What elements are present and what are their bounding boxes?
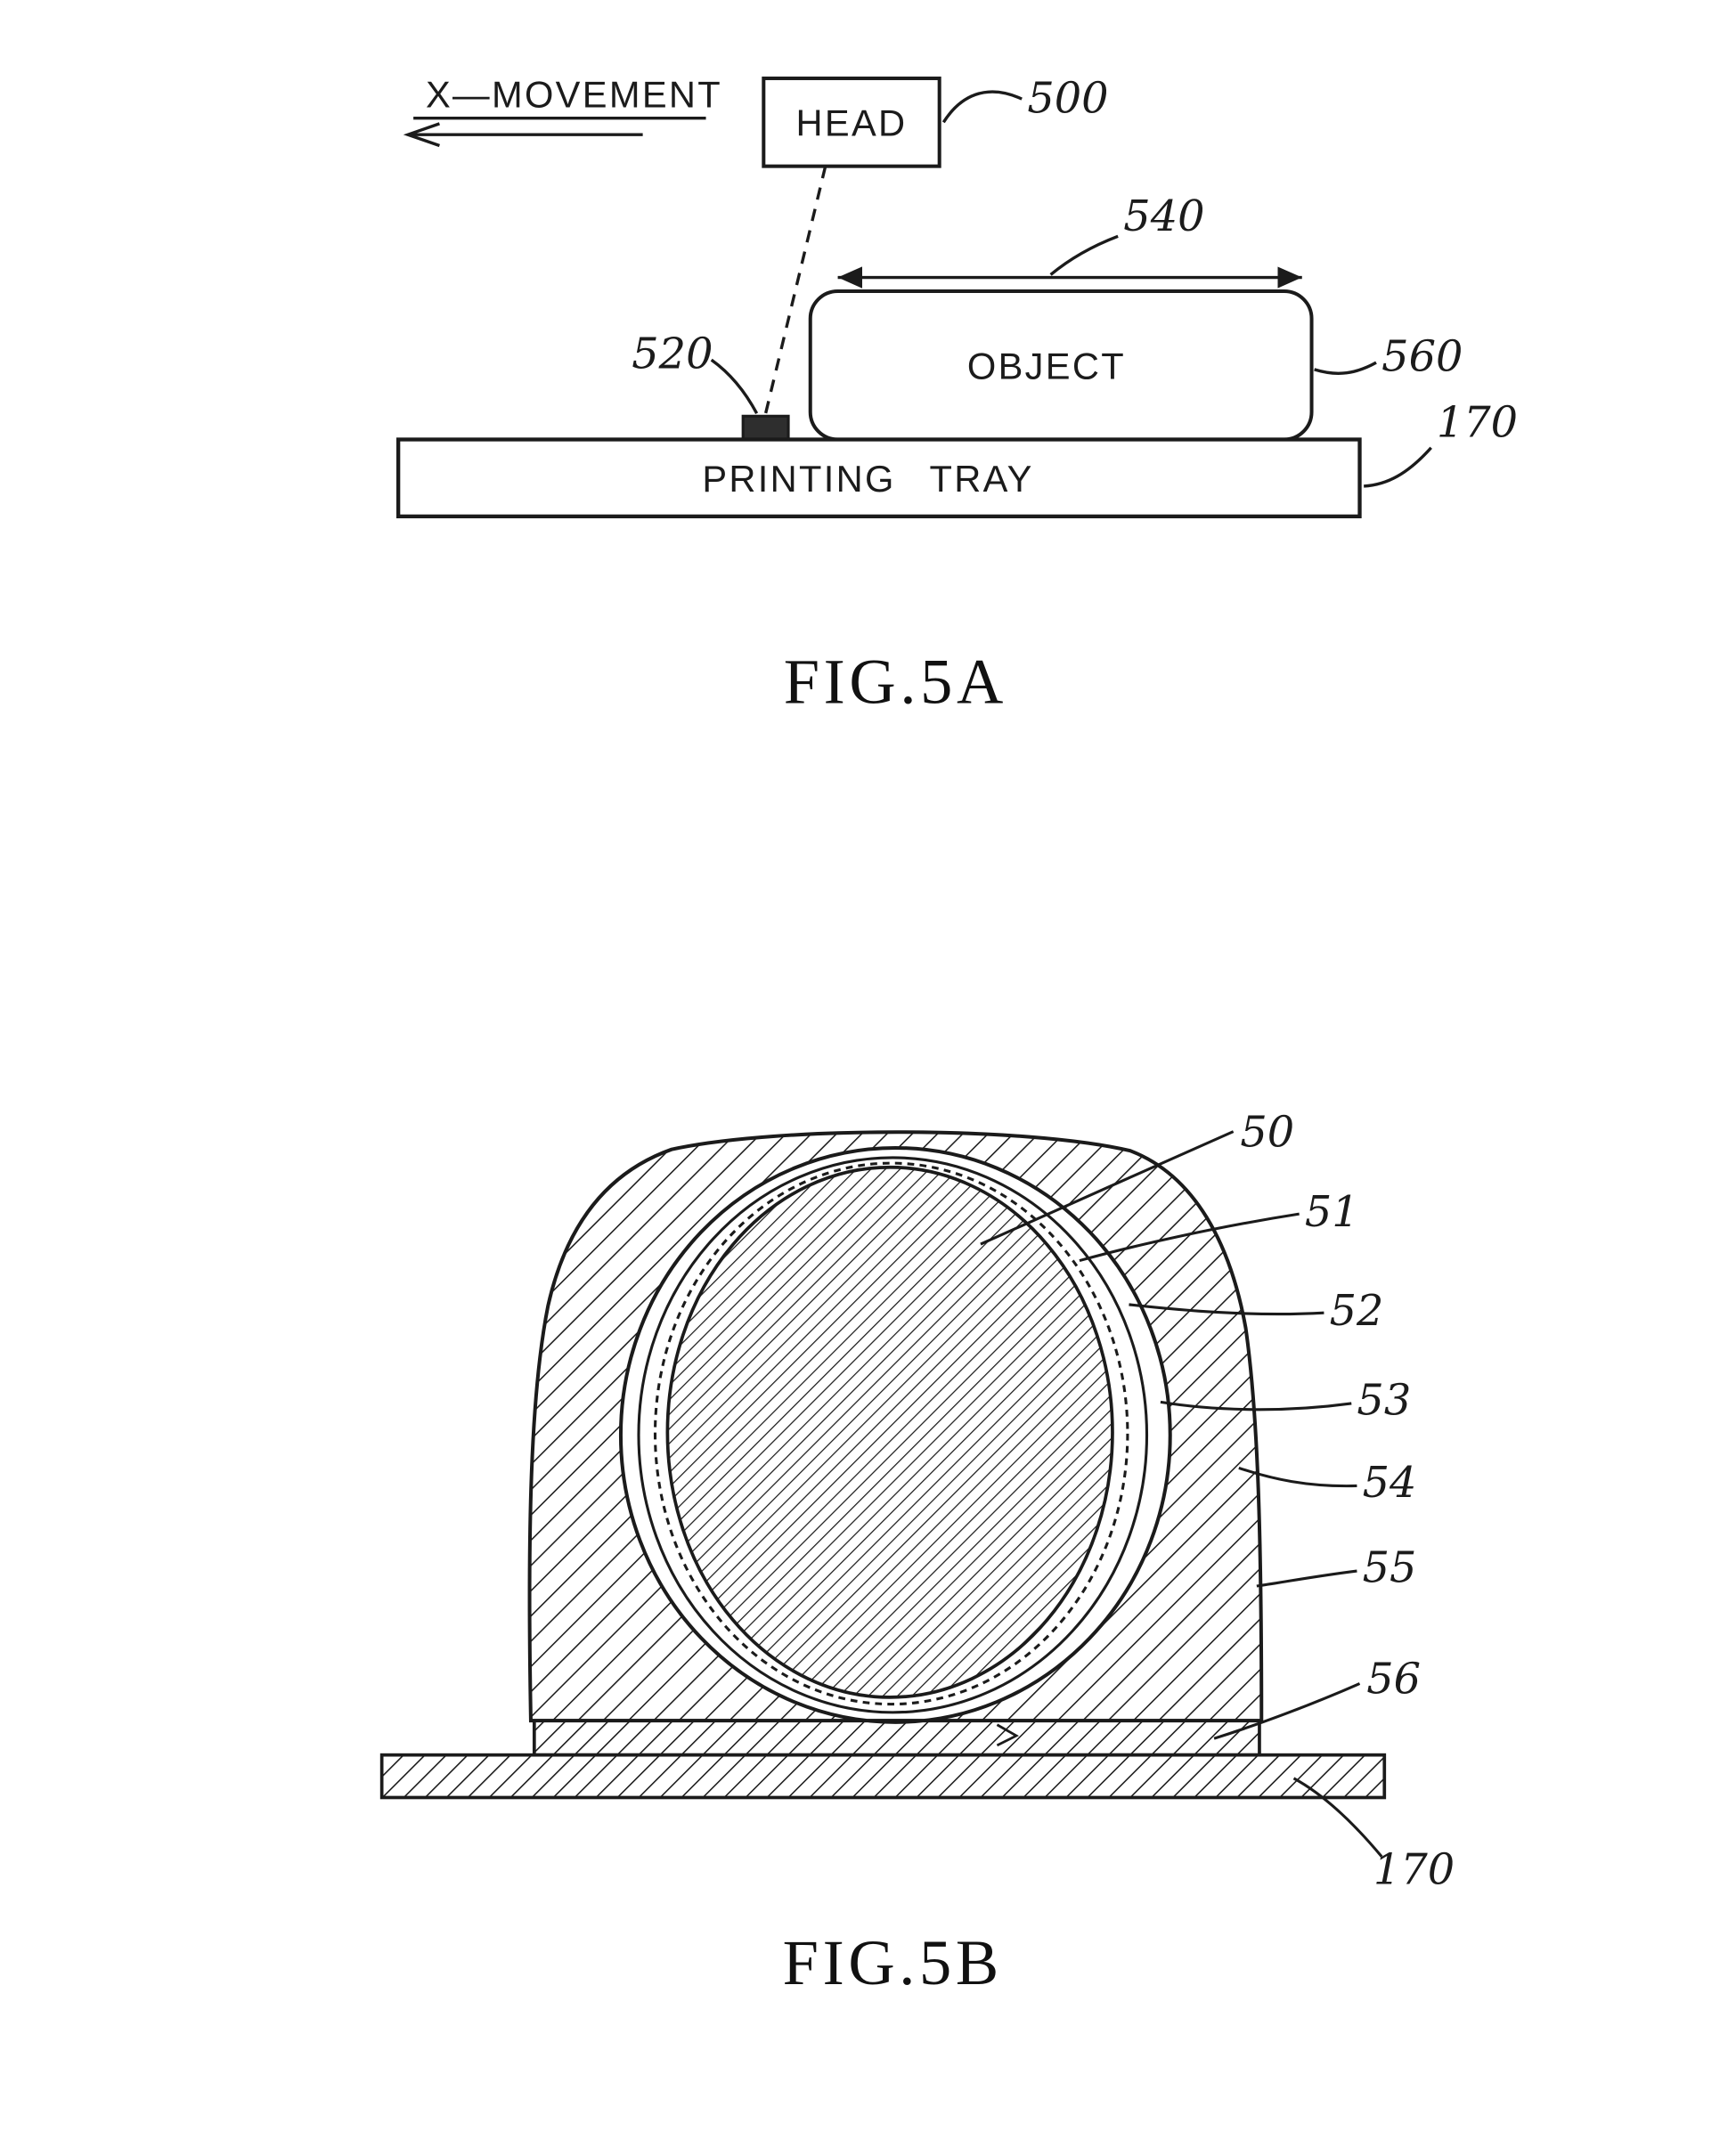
leader-170-5a bbox=[1364, 446, 1432, 488]
ref-53: 53 bbox=[1357, 1376, 1411, 1425]
ref-55: 55 bbox=[1363, 1543, 1417, 1592]
figure-5b: 50 51 52 53 54 55 56 170 FIG.5B bbox=[379, 1109, 1455, 1998]
droplet-block bbox=[741, 414, 790, 442]
ref-520: 520 bbox=[632, 330, 713, 378]
head-label: HEAD bbox=[796, 102, 908, 144]
figure-5a: X—MOVEMENT HEAD 500 520 OBJECT 540 bbox=[396, 73, 1518, 718]
ref-540: 540 bbox=[1123, 192, 1204, 241]
layer-ring-outer bbox=[637, 1156, 1149, 1714]
ref-52: 52 bbox=[1330, 1287, 1384, 1336]
layer-ring-dotted bbox=[653, 1161, 1129, 1706]
ref-170-5a: 170 bbox=[1437, 398, 1518, 447]
ref-54: 54 bbox=[1363, 1459, 1417, 1508]
base-plate bbox=[532, 1719, 1261, 1757]
ref-56: 56 bbox=[1366, 1655, 1421, 1704]
ref-50: 50 bbox=[1240, 1109, 1294, 1158]
ref-170-5b: 170 bbox=[1373, 1846, 1455, 1895]
leader-55 bbox=[1256, 1569, 1357, 1588]
printing-tray-5b bbox=[379, 1753, 1387, 1800]
ref-51: 51 bbox=[1305, 1188, 1359, 1237]
leader-560 bbox=[1314, 361, 1377, 375]
object-label: OBJECT bbox=[967, 346, 1126, 387]
leader-50 bbox=[980, 1130, 1235, 1246]
fig-5a-caption: FIG.5A bbox=[784, 646, 1007, 718]
leader-56 bbox=[1213, 1682, 1361, 1740]
head-box bbox=[762, 76, 941, 168]
leader-500 bbox=[941, 90, 1023, 124]
leader-52 bbox=[1129, 1303, 1324, 1316]
leader-520 bbox=[710, 358, 759, 415]
leader-540 bbox=[1049, 234, 1119, 276]
leader-170-5b bbox=[1292, 1777, 1383, 1858]
core-ellipse bbox=[665, 1165, 1114, 1699]
ref-500: 500 bbox=[1027, 75, 1108, 124]
plate-break-mark bbox=[996, 1723, 1019, 1747]
outer-shell bbox=[527, 1130, 1264, 1724]
x-movement-arrowhead-icon bbox=[403, 122, 440, 148]
ref-560: 560 bbox=[1381, 332, 1463, 381]
leader-53 bbox=[1160, 1400, 1352, 1412]
printing-tray-label: PRINTING TRAY bbox=[702, 458, 1033, 500]
leader-54 bbox=[1238, 1466, 1357, 1488]
fig-5b-caption: FIG.5B bbox=[783, 1926, 1003, 1998]
leader-51 bbox=[1079, 1212, 1300, 1263]
printing-tray-box bbox=[396, 437, 1362, 519]
x-movement-label: X—MOVEMENT bbox=[426, 73, 722, 115]
